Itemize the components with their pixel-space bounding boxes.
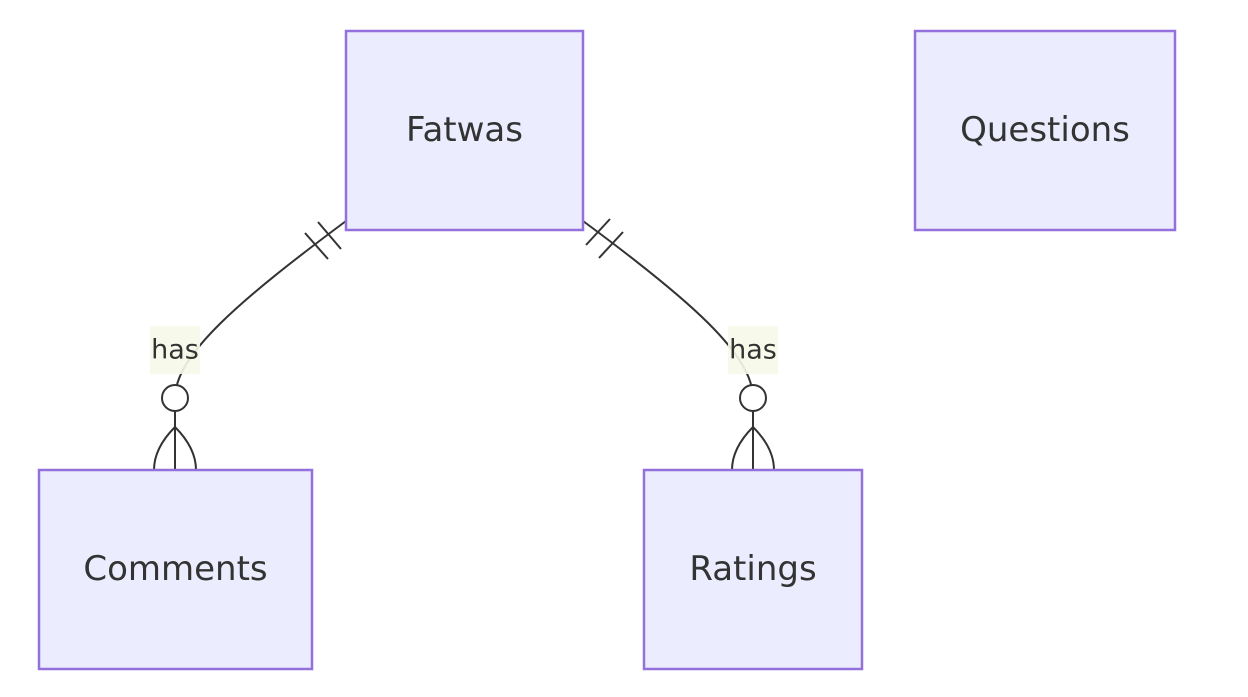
entity-questions: Questions xyxy=(913,29,1177,232)
relationship-fatwas-ratings: has xyxy=(582,218,778,471)
entity-box xyxy=(344,29,585,232)
relationship-line xyxy=(174,220,347,470)
relationship-label: has xyxy=(151,335,199,366)
relationship-label-background xyxy=(728,326,778,374)
entity-fatwas: Fatwas xyxy=(344,29,585,232)
relationship-line xyxy=(582,220,754,470)
entity-box xyxy=(913,29,1177,232)
exactly-one-marker xyxy=(304,221,342,260)
entity-box xyxy=(37,468,314,671)
entity-box xyxy=(642,468,864,671)
zero-or-more-marker xyxy=(153,384,197,471)
entity-label: Questions xyxy=(960,110,1130,150)
entity-comments: Comments xyxy=(37,468,314,671)
relationship-fatwas-comments: has xyxy=(150,220,347,471)
entity-label: Fatwas xyxy=(406,110,523,150)
entity-ratings: Ratings xyxy=(642,468,864,671)
entity-label: Ratings xyxy=(689,549,816,589)
zero-or-more-marker xyxy=(731,384,775,471)
entity-label: Comments xyxy=(83,549,267,589)
relationship-label-background xyxy=(150,326,200,374)
relationship-label: has xyxy=(729,335,777,366)
exactly-one-marker xyxy=(585,218,624,259)
